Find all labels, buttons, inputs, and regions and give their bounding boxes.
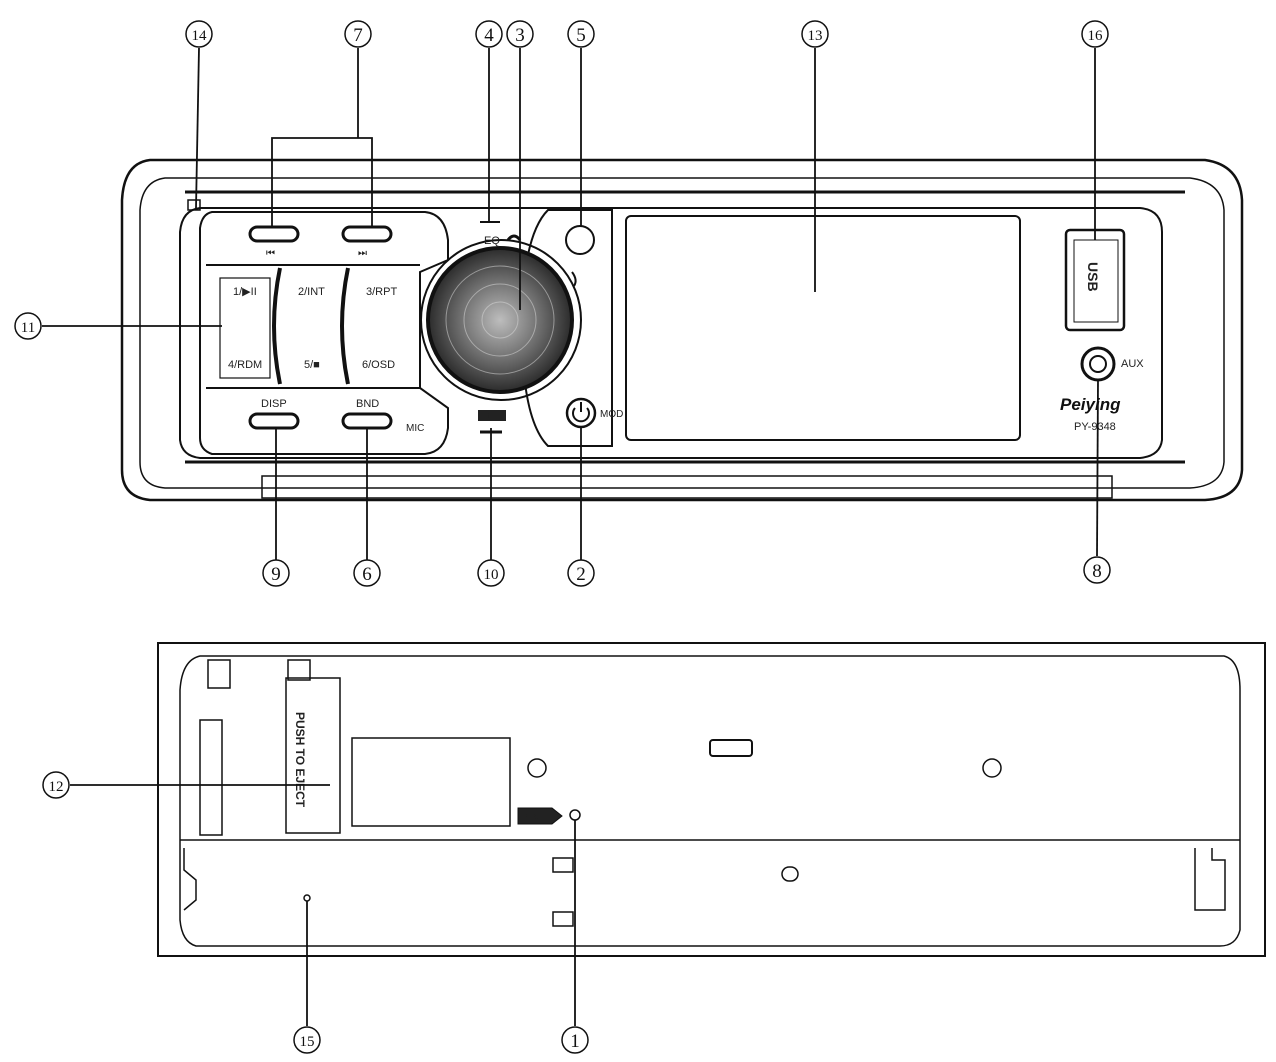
svg-text:5: 5 <box>576 25 586 46</box>
prev-button[interactable] <box>248 225 300 243</box>
hangup-icon <box>571 271 577 287</box>
svg-text:9: 9 <box>271 564 281 585</box>
callout-13: 13 <box>801 20 829 48</box>
bnd-label: BND <box>356 398 379 410</box>
preset4-label: 4/RDM <box>228 359 262 371</box>
callout-4: 4 <box>475 20 503 48</box>
svg-text:8: 8 <box>1092 561 1102 582</box>
prev-label: ⏮ <box>266 248 275 259</box>
brand-logo: Peiying <box>1060 395 1121 414</box>
callout-10: 10 <box>477 559 505 587</box>
svg-text:16: 16 <box>1088 28 1104 44</box>
svg-text:15: 15 <box>300 1034 315 1050</box>
disp-button[interactable] <box>248 412 300 430</box>
aux-label: AUX <box>1121 358 1144 370</box>
callout-12: 12 <box>42 771 70 799</box>
svg-text:14: 14 <box>192 28 208 44</box>
callout-16: 16 <box>1081 20 1109 48</box>
power-mod-button[interactable] <box>565 397 597 429</box>
svg-text:6: 6 <box>362 564 372 585</box>
svg-text:13: 13 <box>808 28 823 44</box>
next-label: ⏭ <box>358 248 367 259</box>
svg-text:4: 4 <box>484 25 494 46</box>
svg-text:10: 10 <box>484 567 499 583</box>
leader-lines <box>42 47 1099 1026</box>
callout-14: 14 <box>185 20 213 48</box>
callout-8: 8 <box>1083 556 1111 584</box>
usb-label: USB <box>1085 262 1101 292</box>
phone-icon <box>506 234 522 241</box>
callout-1: 1 <box>561 1026 589 1054</box>
front-panel <box>120 158 1244 502</box>
round-button[interactable] <box>565 225 595 255</box>
volume-knob[interactable] <box>420 239 582 401</box>
preset3-label: 3/RPT <box>366 286 397 298</box>
ir-label: IR <box>482 412 490 421</box>
front-button-pills <box>248 221 502 434</box>
preset1-label: 1/▶II <box>233 286 257 298</box>
callout-7: 7 <box>344 20 372 48</box>
svg-text:12: 12 <box>49 779 64 795</box>
callout-2: 2 <box>567 559 595 587</box>
callout-3: 3 <box>506 20 534 48</box>
callouts: 14 7 4 3 5 13 16 11 9 6 10 2 8 12 15 1 <box>14 20 1111 1054</box>
preset5-label: 5/■ <box>304 359 320 371</box>
push-to-eject-label: PUSH TO EJECT <box>293 712 307 808</box>
svg-text:7: 7 <box>353 25 363 46</box>
svg-text:3: 3 <box>515 25 525 46</box>
svg-text:11: 11 <box>21 320 35 336</box>
svg-text:2: 2 <box>576 564 586 585</box>
svg-text:1: 1 <box>570 1031 580 1052</box>
callout-15: 15 <box>293 1026 321 1054</box>
front-labels: ⏮ ⏭ 1/▶II 2/INT 3/RPT 4/RDM 5/■ 6/OSD DI… <box>228 235 1144 434</box>
model-label: PY-9348 <box>1074 421 1116 433</box>
preset6-label: 6/OSD <box>362 359 395 371</box>
back-panel <box>157 642 1266 957</box>
callout-11: 11 <box>14 312 42 340</box>
next-button[interactable] <box>341 225 393 243</box>
ir-sensor <box>478 410 506 421</box>
mic-label: MIC <box>406 423 424 434</box>
callout-5: 5 <box>567 20 595 48</box>
reset-button[interactable]: RESET <box>517 807 563 825</box>
callout-6: 6 <box>353 559 381 587</box>
power-icon <box>572 407 590 423</box>
disp-label: DISP <box>261 398 287 410</box>
preset2-label: 2/INT <box>298 286 325 298</box>
callout-9: 9 <box>262 559 290 587</box>
reset-label: RESET <box>521 812 552 822</box>
eq-label: EQ <box>484 235 500 247</box>
bnd-button[interactable] <box>341 412 393 430</box>
mod-label: MOD <box>600 409 623 420</box>
